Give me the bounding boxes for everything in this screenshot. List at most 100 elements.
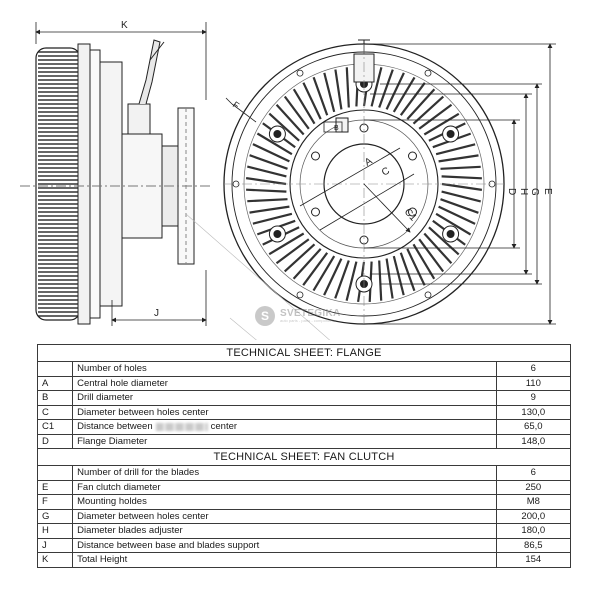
table-row: D Flange Diameter 148,0	[36, 433, 572, 449]
fin	[392, 76, 416, 113]
table-row: B Drill diameter 9	[36, 390, 572, 406]
row-description: Number of drill for the blades	[72, 465, 497, 481]
table-row: Number of holes 6	[36, 361, 572, 377]
row-code: B	[36, 390, 74, 406]
row-value: 250	[495, 479, 572, 495]
fin	[423, 112, 460, 136]
table-row: H Diameter blades adjuster 180,0	[36, 523, 572, 539]
dim-label-A: A	[363, 156, 375, 169]
row-code: C	[36, 404, 74, 420]
flange-sheet-title: TECHNICAL SHEET: FLANGE	[37, 344, 571, 362]
clutch-sheet-title: TECHNICAL SHEET: FAN CLUTCH	[37, 448, 571, 466]
fin	[370, 67, 383, 107]
row-description-end: center	[210, 421, 238, 433]
fin	[385, 72, 405, 110]
flange-holes	[311, 123, 417, 245]
flange-hole	[408, 151, 417, 161]
mounting-hole-center	[273, 130, 282, 138]
row-code: J	[36, 537, 74, 553]
flange-section-header: TECHNICAL SHEET: FLANGE	[37, 344, 571, 362]
fin	[283, 95, 310, 130]
side-view	[20, 39, 210, 325]
row-code: G	[36, 508, 74, 524]
row-description: Drill diameter	[72, 390, 497, 406]
row-description-start: Distance between	[77, 421, 153, 433]
row-value: 110	[495, 375, 572, 391]
row-description: Distance between center	[72, 419, 497, 435]
fin	[247, 165, 287, 178]
dim-label-B: B	[334, 125, 339, 132]
fin	[378, 69, 394, 108]
fin	[323, 258, 343, 296]
row-value: M8	[495, 494, 572, 510]
row-value: 130,0	[495, 404, 572, 420]
front-dimensions	[225, 43, 556, 325]
fin	[292, 248, 322, 280]
side-fins	[38, 51, 78, 317]
technical-drawing: K J	[20, 20, 556, 340]
fin	[441, 182, 483, 191]
fin	[283, 243, 316, 273]
dim-label-J: J	[154, 308, 159, 319]
fin	[249, 154, 288, 170]
watermark-tagline: auto parts - parts - components	[280, 318, 336, 323]
fin	[268, 232, 305, 256]
fin	[268, 112, 300, 142]
dim-label-H: H	[518, 188, 529, 195]
fin	[418, 238, 445, 273]
fin	[385, 258, 394, 299]
row-description: Fan clutch diameter	[72, 479, 497, 495]
table-row: J Distance between base and blades suppo…	[36, 537, 572, 553]
fin	[256, 132, 293, 156]
table-row: G Diameter between holes center 200,0	[36, 508, 572, 524]
table-row: E Fan clutch diameter 250	[36, 479, 572, 495]
row-description: Flange Diameter	[72, 433, 497, 449]
fin	[292, 88, 316, 125]
row-value: 65,0	[495, 419, 572, 435]
table-row: F Mounting holdes M8	[36, 494, 572, 510]
mounting-hole-center	[273, 230, 282, 238]
watermark-name: SVETEGIKA	[280, 308, 341, 319]
fin	[435, 212, 472, 236]
table-row: A Central hole diameter 110	[36, 375, 572, 391]
row-description: Diameter between holes center	[72, 404, 497, 420]
construction-line	[185, 213, 331, 340]
fin	[378, 260, 383, 301]
table-row: C Diameter between holes center 130,0	[36, 404, 572, 420]
dim-label-K: K	[121, 20, 128, 31]
fin	[438, 205, 476, 225]
spec-table: TECHNICAL SHEET: FLANGE Number of holes …	[36, 344, 572, 568]
row-value: 9	[495, 390, 572, 406]
row-value: 200,0	[495, 508, 572, 524]
watermark: S SVETEGIKA auto parts - parts - compone…	[255, 306, 341, 326]
obscured-text	[155, 422, 208, 431]
fin	[399, 82, 426, 116]
fin	[428, 226, 460, 256]
fan-clutch-section-header: TECHNICAL SHEET: FAN CLUTCH	[37, 448, 571, 466]
row-value: 180,0	[495, 523, 572, 539]
fin	[440, 165, 481, 170]
fin	[252, 143, 290, 163]
fin	[302, 252, 329, 286]
fin	[441, 175, 482, 180]
row-description: Mounting holdes	[72, 494, 497, 510]
row-code	[36, 361, 74, 377]
fin	[334, 69, 343, 110]
watermark-logo-icon: S	[255, 306, 275, 326]
row-description: Diameter blades adjuster	[72, 523, 497, 539]
fin	[438, 154, 479, 163]
fin	[392, 255, 405, 296]
watermark-text: SVETEGIKA auto parts - parts - component…	[280, 309, 341, 323]
fin	[312, 255, 336, 292]
fin	[440, 198, 479, 214]
fin	[334, 260, 350, 299]
technical-sheet: TECHNICAL SHEET: FLANGE Number of holes …	[36, 344, 572, 568]
fin	[312, 76, 329, 116]
mounting-hole-center	[446, 230, 455, 238]
fin	[345, 67, 350, 108]
row-value: 86,5	[495, 537, 572, 553]
flange-hole	[408, 207, 417, 217]
fin	[302, 82, 322, 120]
row-code: E	[36, 479, 74, 495]
